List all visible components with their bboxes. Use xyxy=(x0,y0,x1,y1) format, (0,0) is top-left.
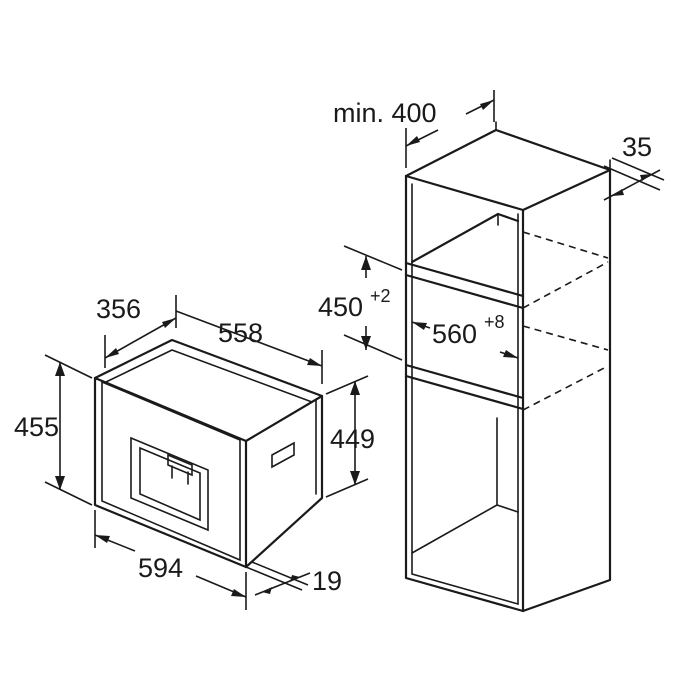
dim-label-19: 19 xyxy=(312,566,342,596)
hidden-line-lower-2 xyxy=(522,365,609,411)
cabinet-niche-bottom-shelf xyxy=(404,363,525,411)
appliance-drawing xyxy=(93,338,324,569)
dim-label-449: 449 xyxy=(330,424,375,454)
appliance-front-inner-edge xyxy=(101,380,241,562)
appliance-top-face xyxy=(93,338,324,443)
dimension-lines xyxy=(44,90,665,610)
appliance-side-handle xyxy=(271,441,295,469)
hidden-line-upper-2 xyxy=(522,261,609,309)
coffee-dispenser-recess xyxy=(130,436,209,532)
cabinet-upper-shelf xyxy=(404,212,525,298)
hidden-line-upper-1 xyxy=(522,231,609,259)
dim-label-560-tolerance: +8 xyxy=(484,312,505,332)
cabinet-back-edge xyxy=(495,121,611,171)
dim-label-356: 356 xyxy=(96,294,141,324)
cabinet-right-side xyxy=(521,168,612,613)
appliance-front-face xyxy=(93,376,248,569)
dim-label-560: 560 xyxy=(432,319,477,349)
appliance-top-inner-edge xyxy=(105,349,313,403)
dim-label-455: 455 xyxy=(14,412,59,442)
appliance-side-face xyxy=(244,394,324,569)
cabinet-interior-lower xyxy=(411,417,519,554)
dim-label-35: 35 xyxy=(622,132,652,162)
dim-label-450-tolerance: +2 xyxy=(370,286,391,306)
cabinet-drawing xyxy=(404,121,612,613)
coffee-nozzle xyxy=(167,453,193,485)
cabinet-top-face xyxy=(404,128,612,212)
cabinet-niche-top-shelf xyxy=(404,273,525,310)
dim-label-558: 558 xyxy=(218,318,263,348)
dim-label-450: 450 xyxy=(318,292,363,322)
cabinet-front-inner xyxy=(411,183,519,606)
coffee-dispenser-inner xyxy=(139,446,201,522)
dim-label-min-400: min. 400 xyxy=(333,98,437,128)
dim-label-594: 594 xyxy=(138,553,183,583)
hidden-line-lower-1 xyxy=(522,325,609,351)
